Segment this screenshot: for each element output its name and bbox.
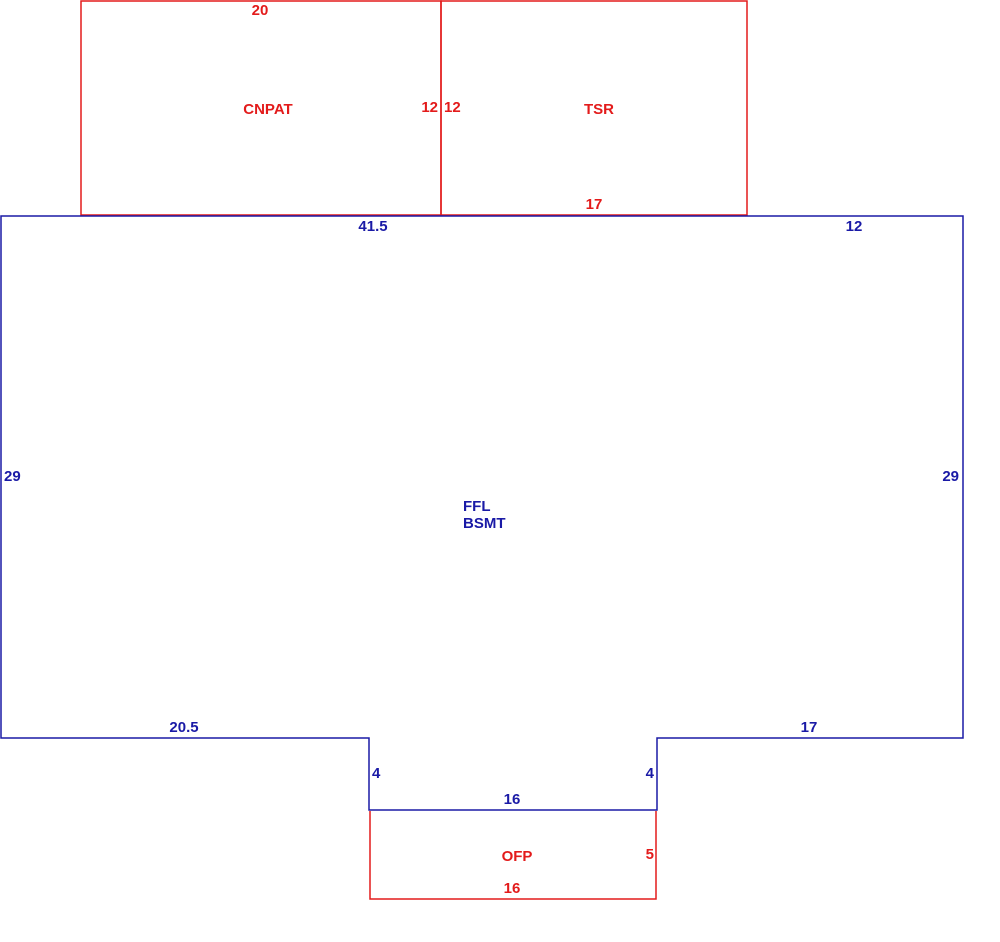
ofp-label: OFP bbox=[502, 848, 533, 865]
cnpat-label: CNPAT bbox=[243, 101, 292, 118]
main-area-outline bbox=[0, 215, 964, 811]
notch-right-dimension: 4 bbox=[646, 765, 655, 782]
main-label-line2: BSMT bbox=[463, 515, 506, 532]
main-top-right-dimension: 12 bbox=[846, 218, 863, 235]
ofp-right-dimension: 5 bbox=[646, 846, 654, 863]
main-left-dimension: 29 bbox=[4, 468, 21, 485]
tsr-left-dimension: 12 bbox=[444, 99, 461, 116]
main-bottom-right-dimension: 17 bbox=[801, 719, 818, 736]
tsr-bottom-dimension: 17 bbox=[586, 196, 603, 213]
main-label-line1: FFL bbox=[463, 498, 491, 515]
tsr-outline bbox=[440, 0, 748, 216]
cnpat-top-dimension: 20 bbox=[252, 2, 269, 19]
cnpat-right-dimension: 12 bbox=[421, 99, 438, 116]
tsr-label: TSR bbox=[584, 101, 614, 118]
main-bottom-left-dimension: 20.5 bbox=[169, 719, 198, 736]
notch-left-dimension: 4 bbox=[372, 765, 381, 782]
notch-bottom-dimension: 16 bbox=[504, 791, 521, 808]
main-right-dimension: 29 bbox=[942, 468, 959, 485]
main-top-left-dimension: 41.5 bbox=[358, 218, 387, 235]
ofp-outline bbox=[369, 811, 657, 900]
ofp-bottom-dimension: 16 bbox=[504, 880, 521, 897]
